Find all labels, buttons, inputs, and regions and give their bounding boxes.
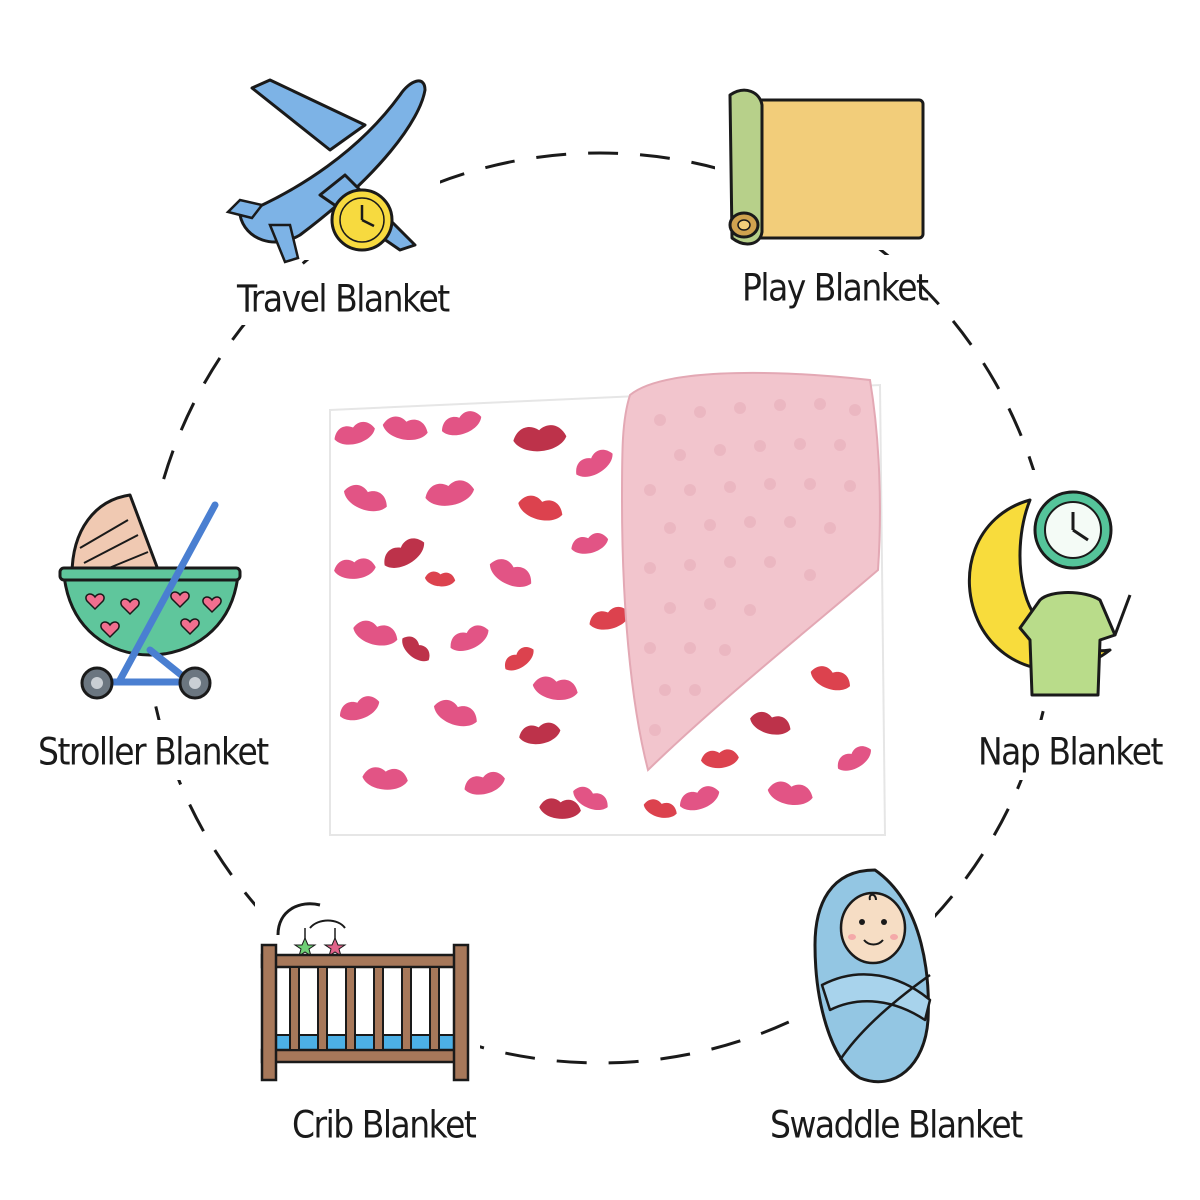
label-swaddle-blanket: Swaddle Blanket [770,1103,1023,1147]
minky-fold [620,371,881,772]
play-mat-roll-icon [728,88,925,246]
baby-stroller-icon [58,493,242,700]
folded-minky-blanket-icon [329,371,887,836]
label-nap-blanket: Nap Blanket [978,730,1163,774]
label-travel-blanket: Travel Blanket [237,277,450,321]
moon-clock-icon [967,490,1132,697]
label-play-blanket: Play Blanket [742,266,929,310]
baby-crib-icon [260,902,470,1082]
airplane-clock-icon [225,78,427,264]
label-stroller-blanket: Stroller Blanket [38,730,269,774]
swaddled-baby-icon [813,868,932,1084]
label-crib-blanket: Crib Blanket [292,1103,477,1147]
